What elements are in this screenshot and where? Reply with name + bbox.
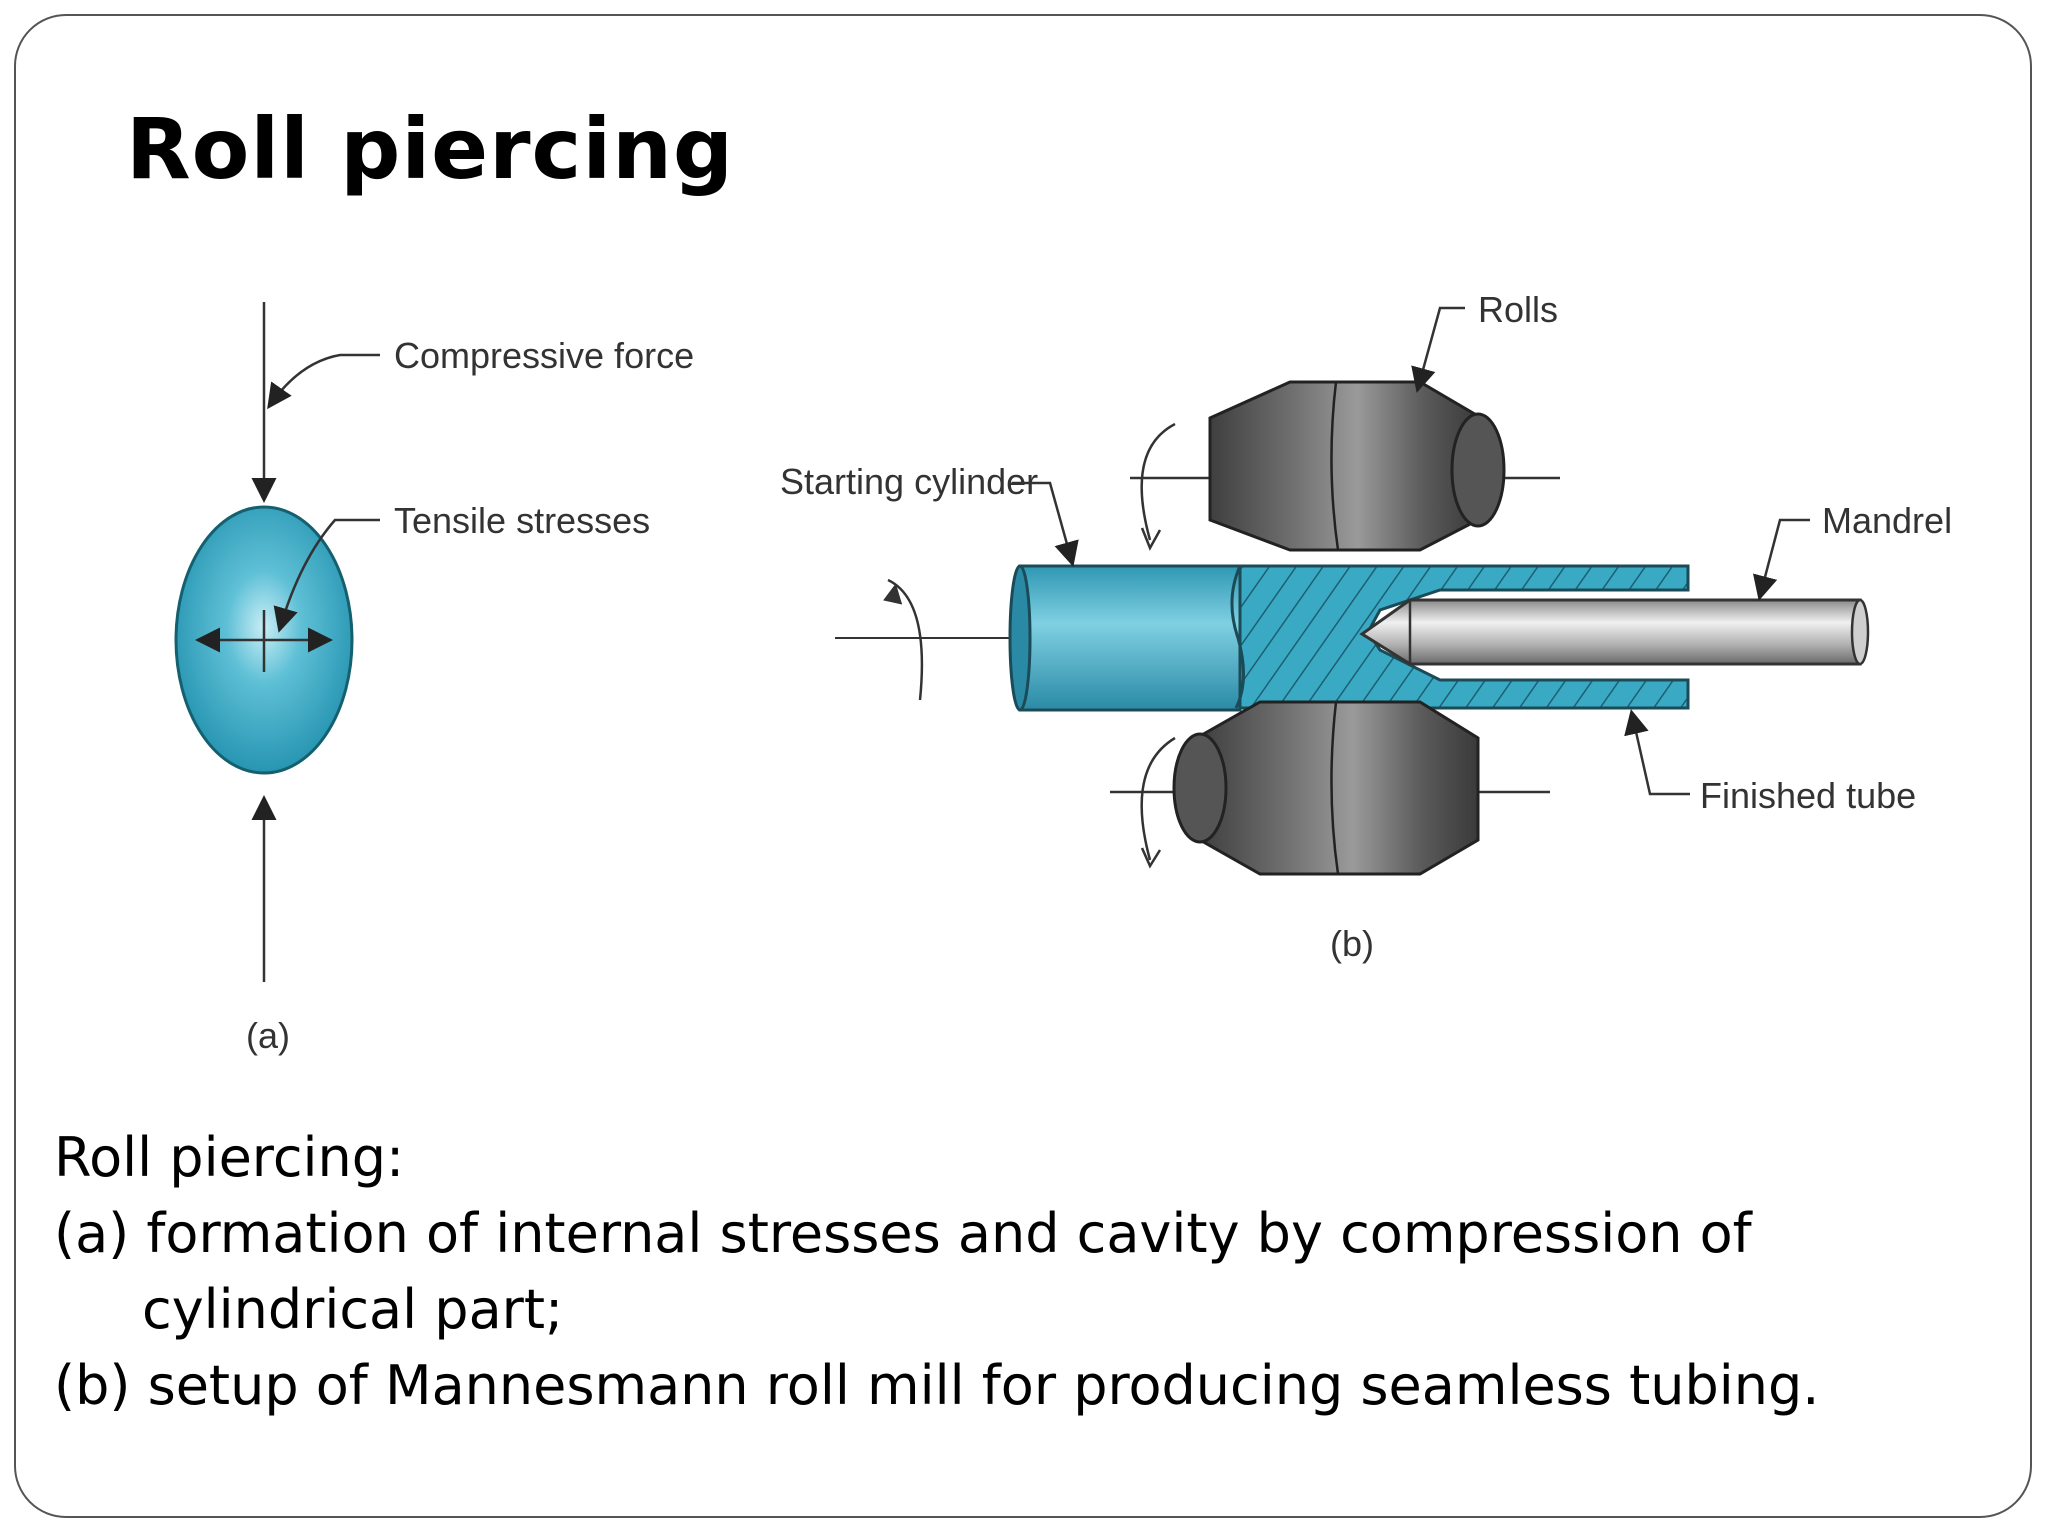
piercing-boundary (1230, 565, 1246, 709)
top-roll (1208, 380, 1480, 552)
rolls-leader (1411, 306, 1465, 393)
slide-frame (14, 14, 2032, 1518)
diagram-a-caption: (a) (246, 1015, 290, 1056)
caption-heading: Roll piercing: (54, 1126, 405, 1189)
finished-tube-leader (1624, 709, 1690, 796)
diagram-b-caption: (b) (1330, 923, 1374, 964)
mandrel (1359, 598, 1862, 666)
starting-cylinder (1018, 564, 1242, 712)
caption-line-b: (b) setup of Mannesmann roll mill for pr… (54, 1354, 1820, 1417)
finished-tube-label: Finished tube (1700, 775, 1916, 816)
diagram-a: Compressive force Tensile stresses (a) (174, 302, 694, 1056)
cylinder-rotation-arrowhead (883, 583, 903, 605)
rolls-label: Rolls (1478, 289, 1558, 330)
diagram-b: Rolls Starting cylinder Mandrel Finished… (780, 289, 1952, 964)
bottom-roll-end (1172, 732, 1228, 844)
caption-line-a-continued: cylindrical part; (142, 1278, 564, 1341)
tensile-stresses-leader (273, 518, 380, 633)
mandrel-label: Mandrel (1822, 500, 1952, 541)
cylinder-rotation-arrow (887, 578, 924, 701)
tensile-stresses-label: Tensile stresses (394, 500, 650, 541)
figure-caption: Roll piercing: (a) formation of internal… (54, 1120, 2014, 1424)
caption-line-a: (a) formation of internal stresses and c… (54, 1202, 1752, 1265)
mandrel-leader (1753, 518, 1810, 601)
starting-cylinder-label: Starting cylinder (780, 461, 1038, 502)
top-roll-seam (1330, 381, 1340, 551)
bottom-roll-rotation-arrowhead (1140, 847, 1162, 869)
bottom-roll-rotation-arrow (1140, 736, 1176, 861)
compressive-force-leader (267, 353, 380, 410)
slide-title: Roll piercing (126, 100, 735, 198)
starting-cylinder-end (1008, 564, 1032, 712)
top-roll-end (1450, 412, 1506, 528)
mandrel-end (1850, 598, 1870, 666)
bottom-roll (1198, 700, 1480, 876)
bottom-roll-seam (1330, 701, 1340, 875)
starting-cylinder-leader (1012, 481, 1079, 567)
top-roll-rotation-arrowhead (1140, 527, 1162, 551)
top-roll-rotation-arrow (1140, 422, 1176, 541)
compressive-force-label: Compressive force (394, 335, 694, 376)
